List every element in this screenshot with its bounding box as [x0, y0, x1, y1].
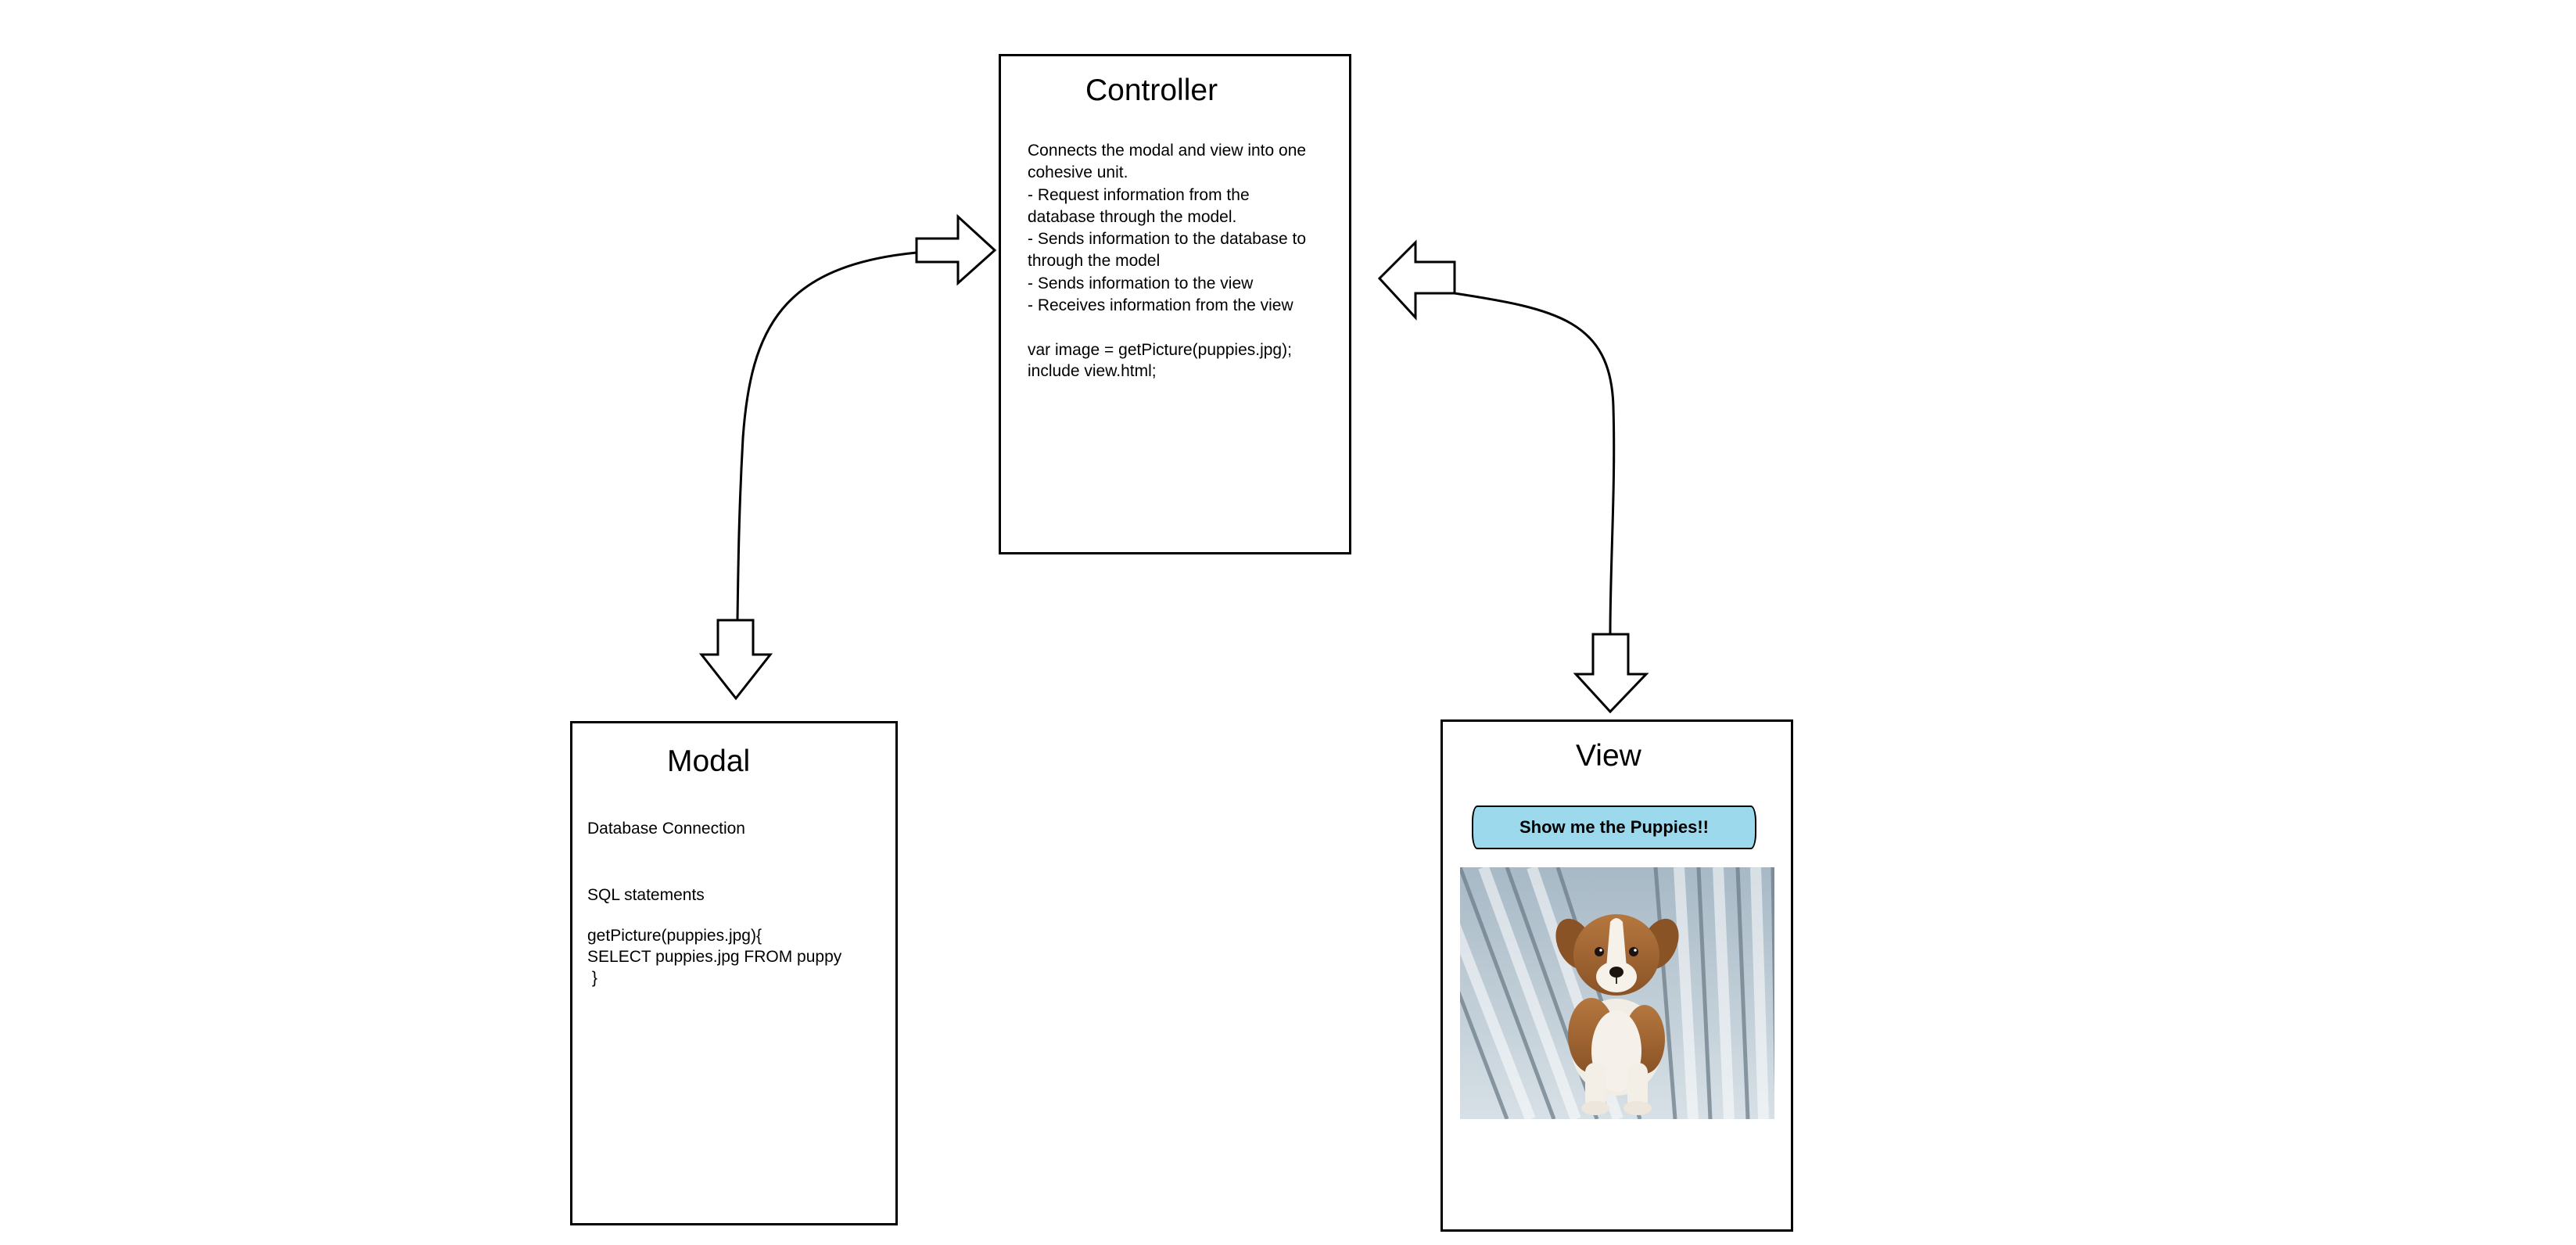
- arrow-into-controller-right: [1377, 239, 1456, 321]
- modal-box: Modal Database Connection SQL statements…: [570, 721, 898, 1225]
- controller-modal-connector: [736, 251, 917, 621]
- controller-code: var image = getPicture(puppies.jpg); inc…: [1028, 341, 1292, 380]
- modal-title: Modal: [667, 744, 751, 778]
- view-box: View Show me the Puppies!!: [1440, 719, 1793, 1232]
- controller-title: Controller: [1085, 74, 1218, 107]
- show-puppies-button[interactable]: Show me the Puppies!!: [1472, 805, 1756, 849]
- modal-code: getPicture(puppies.jpg){ SELECT puppies.…: [587, 927, 842, 987]
- controller-view-connector: [1454, 292, 1616, 636]
- arrow-into-controller: [915, 213, 997, 286]
- puppy-photo-image: [1460, 867, 1774, 1119]
- controller-description: Connects the modal and view into one coh…: [1028, 142, 1307, 315]
- modal-description: Database Connection SQL statements: [587, 820, 745, 904]
- controller-box: Controller Connects the modal and view i…: [999, 54, 1351, 554]
- puppy-photo: [1460, 867, 1774, 1119]
- arrow-into-modal: [698, 619, 773, 701]
- arrow-into-view: [1573, 633, 1649, 714]
- view-title: View: [1576, 739, 1641, 773]
